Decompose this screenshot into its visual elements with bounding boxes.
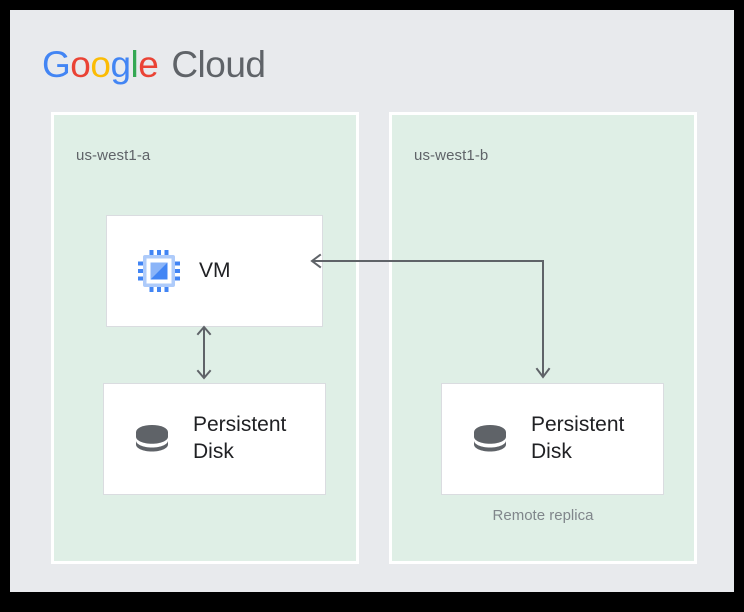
node-label-persistent-disk-b: Persistent Disk (531, 413, 625, 463)
cloud-wordmark: Cloud (171, 44, 266, 85)
zone-container-us-west1-b: us-west1-b Persistent Disk Remote repli (389, 112, 697, 564)
node-persistent-disk-a[interactable]: Persistent Disk (103, 383, 326, 495)
zone-label-us-west1-a: us-west1-a (76, 147, 151, 164)
node-vm[interactable]: VM (106, 215, 323, 327)
logo-letter-o-yellow: o (90, 44, 111, 85)
persistent-disk-icon (467, 416, 513, 462)
persistent-disk-icon (129, 416, 175, 462)
node-label-vm: VM (199, 258, 231, 282)
node-label-persistent-disk-a: Persistent Disk (193, 413, 287, 463)
node-persistent-disk-b[interactable]: Persistent Disk (441, 383, 664, 495)
zone-container-us-west1-a: us-west1-a (51, 112, 359, 564)
logo-letter-g-blue: G (42, 44, 71, 85)
diagram-canvas: Google Cloud us-west1-a (10, 10, 734, 592)
logo-letter-l-green: l (130, 44, 139, 85)
logo-letter-o-red: o (70, 44, 91, 85)
logo-letter-e-red: e (138, 44, 159, 85)
zone-label-us-west1-b: us-west1-b (414, 147, 489, 164)
compute-engine-chip-icon (137, 249, 181, 293)
logo-letter-g-blue-2: g (110, 44, 131, 85)
google-wordmark: Google (42, 44, 159, 86)
caption-remote-replica: Remote replica (492, 507, 594, 524)
google-cloud-logo: Google Cloud (42, 42, 266, 88)
